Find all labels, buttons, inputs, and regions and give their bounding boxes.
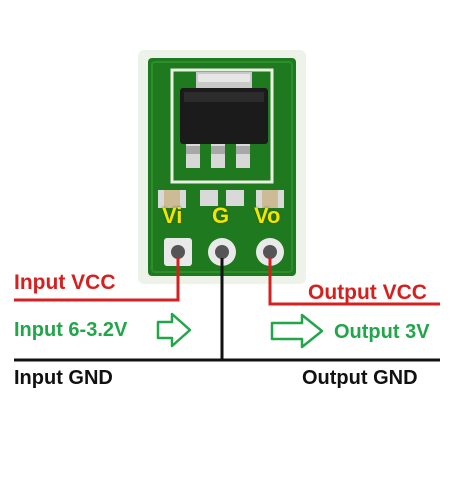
input-vcc-wire <box>14 258 180 302</box>
pin-label-vo: Vo <box>254 203 281 228</box>
input-vcc-label: Input VCC <box>14 271 116 294</box>
smd-pad <box>226 190 244 206</box>
pin-pad-vi <box>164 238 192 266</box>
capacitor <box>158 190 186 208</box>
silkscreen-outline <box>170 68 274 184</box>
pin-pad-vo <box>256 238 284 266</box>
input-range-label: Input 6-3.2V <box>14 319 128 341</box>
capacitor <box>256 190 284 208</box>
pin-label-g: G <box>212 203 230 228</box>
input-arrow-icon <box>156 312 192 348</box>
output-vcc-label: Output VCC <box>308 281 427 304</box>
output-voltage-label: Output 3V <box>334 321 430 343</box>
input-gnd-label: Input GND <box>14 367 113 389</box>
smd-pad <box>200 190 218 206</box>
pin-pad-g <box>208 238 236 266</box>
output-vcc-wire <box>268 258 440 306</box>
pin-label-vi: Vi <box>162 203 183 228</box>
output-gnd-label: Output GND <box>302 367 418 389</box>
output-arrow-icon <box>270 313 324 349</box>
